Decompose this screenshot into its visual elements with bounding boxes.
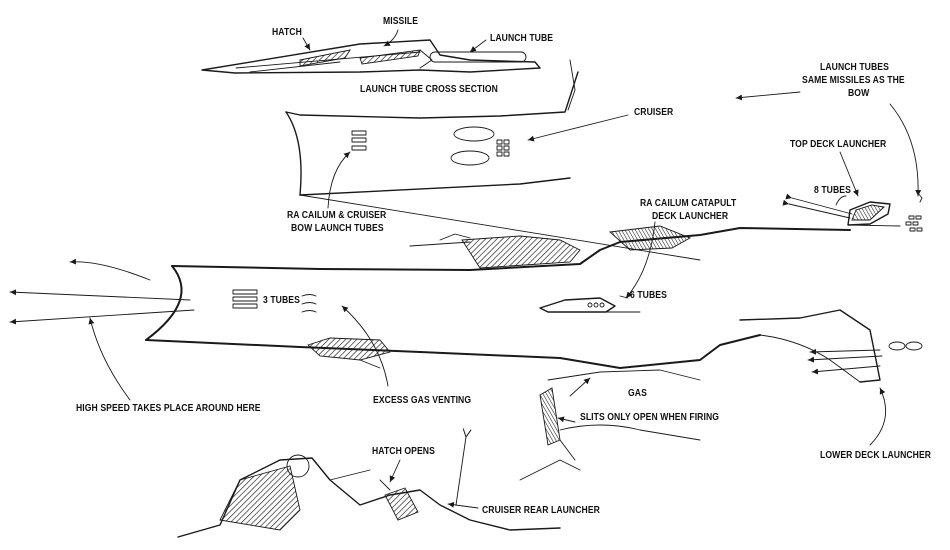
launch-tube-cross-section-label: LAUNCH TUBE CROSS SECTION <box>360 83 498 95</box>
hatch-opens-label: HATCH OPENS <box>372 445 435 457</box>
launch-tube-cross-section <box>201 39 576 111</box>
catapult-label-line2: DECK LAUNCHER <box>652 210 729 222</box>
excess-gas-label: EXCESS GAS VENTING <box>373 394 472 406</box>
cruiser-ship <box>285 71 701 261</box>
bow-tubes-label-line2: BOW LAUNCH TUBES <box>291 222 384 234</box>
catapult-label-line1: RA CAILUM CATAPULT <box>640 197 737 209</box>
gas-vent-slits <box>539 369 701 461</box>
top-deck-launcher-label: TOP DECK LAUNCHER <box>790 138 887 150</box>
cruiser-rear-launcher <box>177 437 581 538</box>
launch-tubes-label-line1: LAUNCH TUBES <box>820 61 889 73</box>
top-deck-launcher <box>782 191 923 232</box>
gas-label: GAS <box>628 387 647 399</box>
lower-deck-launcher-label: LOWER DECK LAUNCHER <box>820 449 932 461</box>
three-tubes-label: 3 TUBES <box>263 294 300 306</box>
bow-tubes-label-line1: RA CAILUM & CRUISER <box>287 209 387 221</box>
six-tubes-label: 6 TUBES <box>630 289 667 301</box>
cruiser-rear-launcher-label: CRUISER REAR LAUNCHER <box>482 504 600 516</box>
cruiser-label: CRUISER <box>634 106 674 118</box>
launch-tubes-label-line3: BOW <box>848 87 870 99</box>
lower-deck-launcher <box>807 341 923 375</box>
launch-tubes-label-line2: SAME MISSILES AS THE <box>802 74 905 86</box>
launch-tube-label: LAUNCH TUBE <box>490 32 554 44</box>
missile-label: MISSILE <box>383 15 419 27</box>
high-speed-label: HIGH SPEED TAKES PLACE AROUND HERE <box>76 402 261 414</box>
eight-tubes-label: 8 TUBES <box>814 184 851 196</box>
slits-label: SLITS ONLY OPEN WHEN FIRING <box>580 411 720 423</box>
ra-cailum-ship <box>145 225 881 383</box>
callout-lines <box>9 29 922 509</box>
hatch-label: HATCH <box>272 26 302 38</box>
